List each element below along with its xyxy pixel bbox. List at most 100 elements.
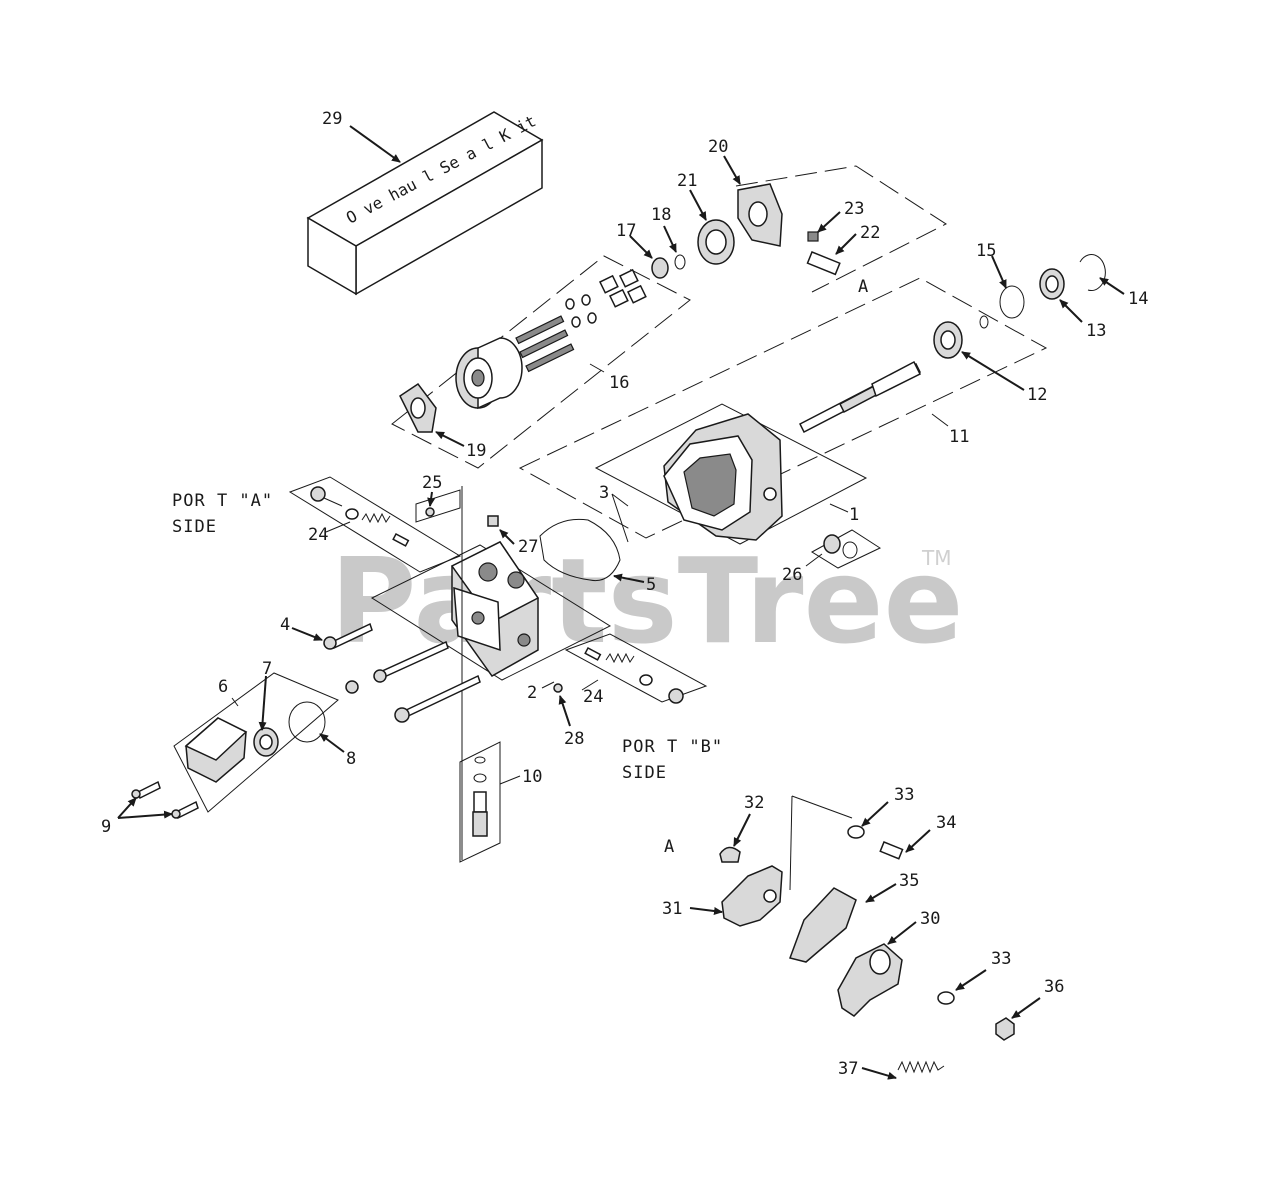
- callout-27: 27: [518, 537, 538, 557]
- callout-32: 32: [744, 793, 764, 813]
- callout-26: 26: [782, 565, 802, 585]
- ring-15: [999, 285, 1025, 319]
- leader-a-lower: [789, 795, 793, 891]
- callout-4: 4: [280, 615, 290, 635]
- pump-housing-1: [663, 413, 783, 541]
- gasket-5: [539, 518, 621, 582]
- callout-21: 21: [677, 171, 697, 191]
- group-outline-24a: [288, 476, 462, 573]
- bushing-32: [719, 846, 741, 863]
- bolt-4-upper: [323, 622, 373, 650]
- bearing-12: [933, 321, 963, 359]
- callout-6: 6: [218, 677, 228, 697]
- callout-35: 35: [899, 871, 919, 891]
- callout-10: 10: [522, 767, 542, 787]
- group-outline-6: [173, 672, 339, 813]
- seal-kit-box: O ve hau l Se a l K it: [306, 111, 544, 296]
- callout-33-upper: 33: [894, 785, 914, 805]
- callout-37: 37: [838, 1059, 858, 1079]
- callout-15: 15: [976, 241, 996, 261]
- trunnion-22: [806, 251, 841, 276]
- callout-8: 8: [346, 749, 356, 769]
- group-outline-20: [735, 165, 948, 293]
- callout-13: 13: [1086, 321, 1106, 341]
- callout-20: 20: [708, 137, 728, 157]
- plate-35: [789, 887, 857, 963]
- callout-23: 23: [844, 199, 864, 219]
- callout-18: 18: [651, 205, 671, 225]
- callout-2: 2: [527, 683, 537, 703]
- plug-28: [553, 683, 563, 693]
- port-a-side-line1: POR T "A": [172, 491, 273, 511]
- ref-a-lower: A: [664, 837, 674, 857]
- callout-leaders: [117, 125, 1125, 1080]
- plug-27: [487, 515, 499, 527]
- callout-31: 31: [662, 899, 682, 919]
- port-b-side-line2: SIDE: [622, 763, 667, 783]
- washer-33-upper: [847, 825, 865, 839]
- group-outline-16: [391, 255, 691, 469]
- callout-17: 17: [616, 221, 636, 241]
- spring-37: [897, 1060, 945, 1074]
- screws-9: [131, 780, 199, 820]
- group-outline-10: [459, 741, 501, 863]
- check-valve-24-a: [310, 486, 410, 547]
- charge-gerotor-7: [253, 727, 279, 757]
- callout-30: 30: [920, 909, 940, 929]
- swash-housing-20: [737, 183, 783, 247]
- center-section-block: [450, 541, 540, 677]
- block-23: [807, 231, 819, 242]
- group-outline-25: [415, 489, 461, 523]
- port-b-side-line1: POR T "B": [622, 737, 723, 757]
- callout-33-lower: 33: [991, 949, 1011, 969]
- callout-22: 22: [860, 223, 880, 243]
- port-a-side-line2: SIDE: [172, 517, 217, 537]
- swashplate-21: [697, 219, 735, 265]
- callout-numbers: 1 2 3 4 5 6 7 8 9 10 11 12 13 14 15 16 1…: [101, 109, 1148, 1079]
- washer-shaft: [979, 315, 989, 329]
- callout-29: 29: [322, 109, 342, 129]
- callout-25: 25: [422, 473, 442, 493]
- callout-3: 3: [599, 483, 609, 503]
- group-outline-26: [811, 529, 882, 569]
- group-outline-24b: [564, 633, 708, 703]
- group-outline-11: [518, 277, 1048, 539]
- shaft-11: [798, 360, 922, 434]
- pulley-30: [837, 943, 903, 1017]
- callout-24-a: 24: [308, 525, 328, 545]
- washer-33-lower: [937, 991, 955, 1005]
- control-arm-31: [721, 865, 783, 927]
- callout-36: 36: [1044, 977, 1064, 997]
- callout-34: 34: [936, 813, 956, 833]
- nut-36: [995, 1017, 1015, 1041]
- bolt-34: [879, 841, 904, 860]
- ring-18: [674, 254, 686, 270]
- callout-24-b: 24: [583, 687, 603, 707]
- callout-19: 19: [466, 441, 486, 461]
- callout-14: 14: [1128, 289, 1148, 309]
- callout-12: 12: [1027, 385, 1047, 405]
- callout-28: 28: [564, 729, 584, 749]
- callout-7: 7: [262, 659, 272, 679]
- callout-11: 11: [949, 427, 969, 447]
- watermark-tm: TM: [921, 546, 951, 570]
- watermark: PartsTree: [330, 532, 964, 670]
- fitting-25: [425, 507, 435, 517]
- bypass-valve-10: [472, 756, 488, 837]
- ref-a-upper: A: [858, 277, 868, 297]
- callout-9: 9: [101, 817, 111, 837]
- callout-16: 16: [609, 373, 629, 393]
- bolts-4-lower: [345, 640, 481, 723]
- check-valve-24-b: [584, 646, 684, 704]
- o-ring-8: [288, 701, 326, 743]
- charge-pump-cover-6: [184, 717, 248, 783]
- snap-ring-14: [1079, 254, 1106, 291]
- seal-13: [1039, 268, 1065, 300]
- callout-5: 5: [646, 575, 656, 595]
- cylinder-block-16: [455, 268, 647, 410]
- seal-26: [823, 534, 858, 559]
- callout-1: 1: [849, 505, 859, 525]
- thrust-plate-19: [399, 382, 437, 433]
